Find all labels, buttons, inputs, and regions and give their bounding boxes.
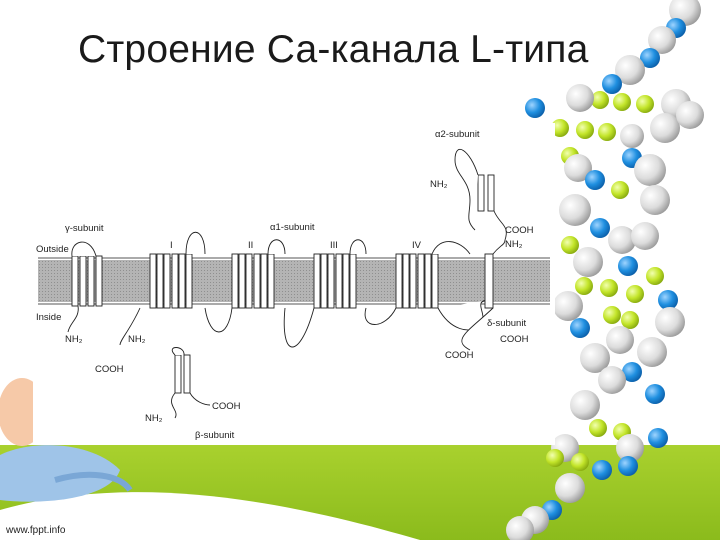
beta-nh2-label: NH₂ xyxy=(145,413,163,424)
dna-ball xyxy=(634,154,666,186)
dna-ball xyxy=(655,307,685,337)
dna-ball xyxy=(573,247,603,277)
alpha1-subunit-label: α1-subunit xyxy=(270,222,315,233)
dna-ball xyxy=(580,343,610,373)
dna-ball xyxy=(590,218,610,238)
dna-ball xyxy=(525,98,545,118)
dna-ball xyxy=(636,95,654,113)
delta-subunit-label: δ-subunit xyxy=(487,318,526,329)
beta-subunit xyxy=(171,347,211,419)
dna-ball xyxy=(640,185,670,215)
gamma-subunit-label: γ-subunit xyxy=(65,223,104,234)
dna-ball xyxy=(611,181,629,199)
dna-ball xyxy=(622,362,642,382)
page-title: Строение Са-канала L-типа xyxy=(78,28,589,71)
beta-cooh-label: COOH xyxy=(212,401,241,412)
dna-ball xyxy=(618,256,638,276)
dna-ball xyxy=(566,84,594,112)
dna-ball xyxy=(559,194,591,226)
dna-ball xyxy=(585,170,605,190)
dna-ball xyxy=(592,460,612,480)
alpha1-cooh-label: COOH xyxy=(500,334,529,345)
dna-ball xyxy=(600,279,618,297)
dna-ball xyxy=(570,318,590,338)
alpha1-domain-i xyxy=(119,232,206,346)
dna-ball xyxy=(603,306,621,324)
dna-ball xyxy=(598,123,616,141)
gamma-subunit-helices xyxy=(67,241,103,333)
domain-iv-label: IV xyxy=(412,240,422,251)
footer-url: www.fppt.info xyxy=(6,525,66,536)
dna-ball xyxy=(598,366,626,394)
dna-ball xyxy=(676,101,704,129)
dna-ball xyxy=(621,311,639,329)
dna-ball xyxy=(626,285,644,303)
alpha2-subunit-label: α2-subunit xyxy=(435,129,480,140)
alpha1-domain-iii xyxy=(283,239,367,348)
dna-ball xyxy=(570,390,600,420)
alpha1-nh2-label: NH₂ xyxy=(128,334,146,345)
dna-ball xyxy=(658,290,678,310)
inside-label: Inside xyxy=(36,312,61,323)
alpha1-domain-ii xyxy=(204,239,286,333)
channel-diagram xyxy=(38,148,550,419)
dna-ball xyxy=(551,119,569,137)
dna-ball xyxy=(646,267,664,285)
dna-ball xyxy=(613,93,631,111)
dna-ball xyxy=(608,226,636,254)
dna-ball xyxy=(648,26,676,54)
dna-ball xyxy=(648,428,668,448)
alpha2-cooh-label: COOH xyxy=(505,225,534,236)
dna-ball xyxy=(576,121,594,139)
delta-nh2-label: NH₂ xyxy=(505,239,523,250)
gamma-nh2-label: NH₂ xyxy=(65,334,83,345)
dna-ball xyxy=(631,222,659,250)
membrane-band xyxy=(38,260,550,302)
dna-ball xyxy=(546,449,564,467)
alpha2-subunit xyxy=(454,148,507,241)
dna-ball xyxy=(602,74,622,94)
outside-label: Outside xyxy=(36,244,69,255)
dna-ball xyxy=(615,55,645,85)
alpha2-nh2-label: NH₂ xyxy=(430,179,448,190)
dna-ball xyxy=(616,434,644,462)
delta-subunit xyxy=(461,239,506,351)
dna-ball xyxy=(561,236,579,254)
dna-ball xyxy=(606,326,634,354)
dna-ball xyxy=(640,48,660,68)
dna-helix-decoration xyxy=(506,0,704,544)
dna-ball xyxy=(564,154,592,182)
white-ground-curve xyxy=(0,492,420,540)
gamma-cooh-label: COOH xyxy=(95,364,124,375)
delta-cooh-label: COOH xyxy=(445,350,474,361)
dna-ball xyxy=(589,419,607,437)
dna-ball xyxy=(506,516,534,544)
dna-ball xyxy=(571,453,589,471)
domain-iii-label: III xyxy=(330,240,338,251)
dna-ball xyxy=(620,124,644,148)
diagram-labels: α2-subunit NH₂ COOH NH₂ γ-subunit α1-sub… xyxy=(36,129,534,441)
dna-ball xyxy=(575,277,593,295)
dna-ball xyxy=(645,384,665,404)
dna-ball xyxy=(591,91,609,109)
dna-ball xyxy=(553,291,583,321)
dna-ball xyxy=(618,456,638,476)
dna-ball xyxy=(555,473,585,503)
alpha1-domain-iv xyxy=(364,241,491,331)
dna-ball xyxy=(637,337,667,367)
domain-i-label: I xyxy=(170,240,173,251)
domain-ii-label: II xyxy=(248,240,253,251)
dna-ball xyxy=(650,113,680,143)
beta-subunit-label: β-subunit xyxy=(195,430,235,441)
